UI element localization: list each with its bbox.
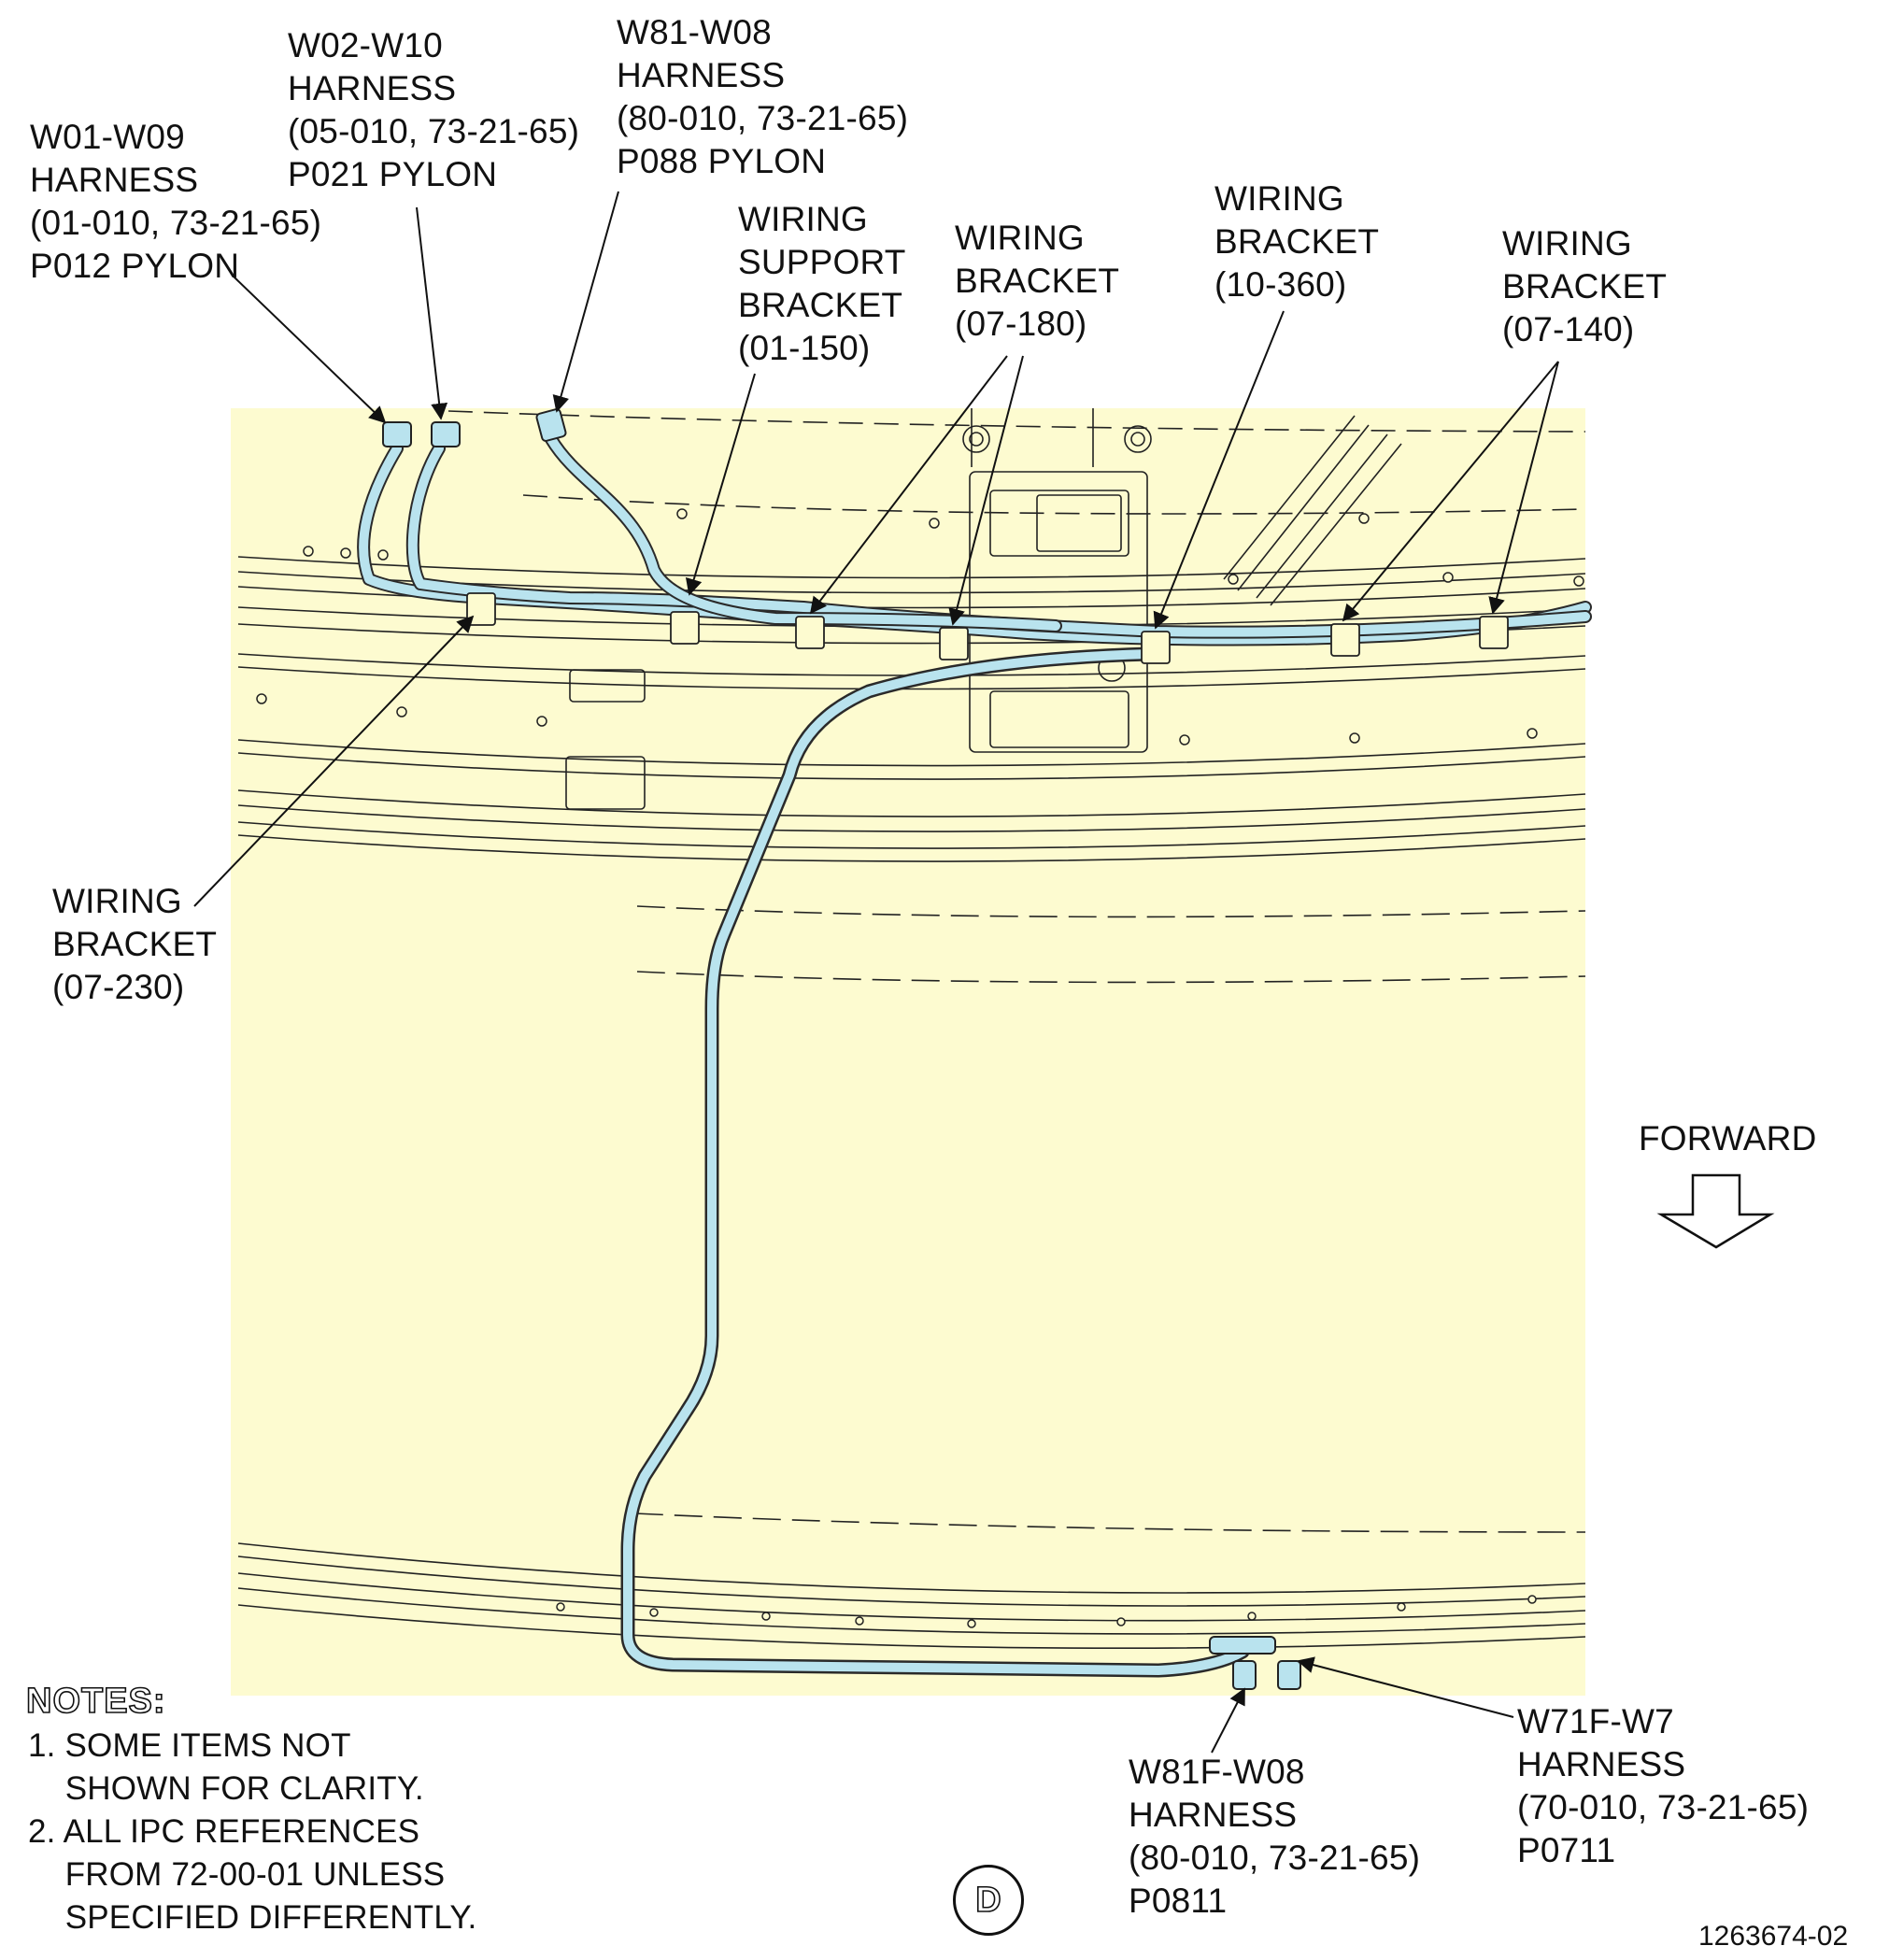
fasteners <box>256 508 1584 1628</box>
label-w01-w09-harness: W01-W09 HARNESS (01-010, 73-21-65) P012 … <box>30 118 322 285</box>
note-1: 1. SOME ITEMS NOT SHOWN FOR CLARITY. <box>28 1727 424 1807</box>
notes-title: NOTES: <box>25 1681 166 1722</box>
drawing-panel <box>231 408 1585 1696</box>
label-wiring-bracket-07-230: WIRING BRACKET (07-230) <box>52 882 218 1006</box>
leader-lines <box>193 191 1559 1754</box>
label-w81f-w08-harness: W81F-W08 HARNESS (80-010, 73-21-65) P081… <box>1129 1753 1421 1920</box>
label-w71f-w7-harness: W71F-W7 HARNESS (70-010, 73-21-65) P0711 <box>1517 1702 1810 1869</box>
label-w02-w10-harness: W02-W10 HARNESS (05-010, 73-21-65) P021 … <box>288 26 580 193</box>
label-forward: FORWARD <box>1639 1119 1817 1158</box>
brackets <box>466 592 1509 664</box>
note-2: 2. ALL IPC REFERENCES FROM 72-00-01 UNLE… <box>28 1813 477 1936</box>
connectors <box>382 408 1301 1690</box>
label-w81-w08-harness: W81-W08 HARNESS (80-010, 73-21-65) P088 … <box>617 13 909 180</box>
label-wiring-bracket-07-140: WIRING BRACKET (07-140) <box>1502 224 1668 348</box>
label-wiring-support-bracket: WIRING SUPPORT BRACKET (01-150) <box>738 200 906 367</box>
forward-arrow-icon <box>1656 1173 1775 1249</box>
label-wiring-bracket-07-180: WIRING BRACKET (07-180) <box>955 219 1120 343</box>
view-letter-badge: D <box>953 1865 1024 1936</box>
label-wiring-bracket-10-360: WIRING BRACKET (10-360) <box>1214 179 1380 304</box>
harness-bundle <box>357 433 1592 1678</box>
figure-id: 1263674-02 <box>1698 1921 1849 1952</box>
